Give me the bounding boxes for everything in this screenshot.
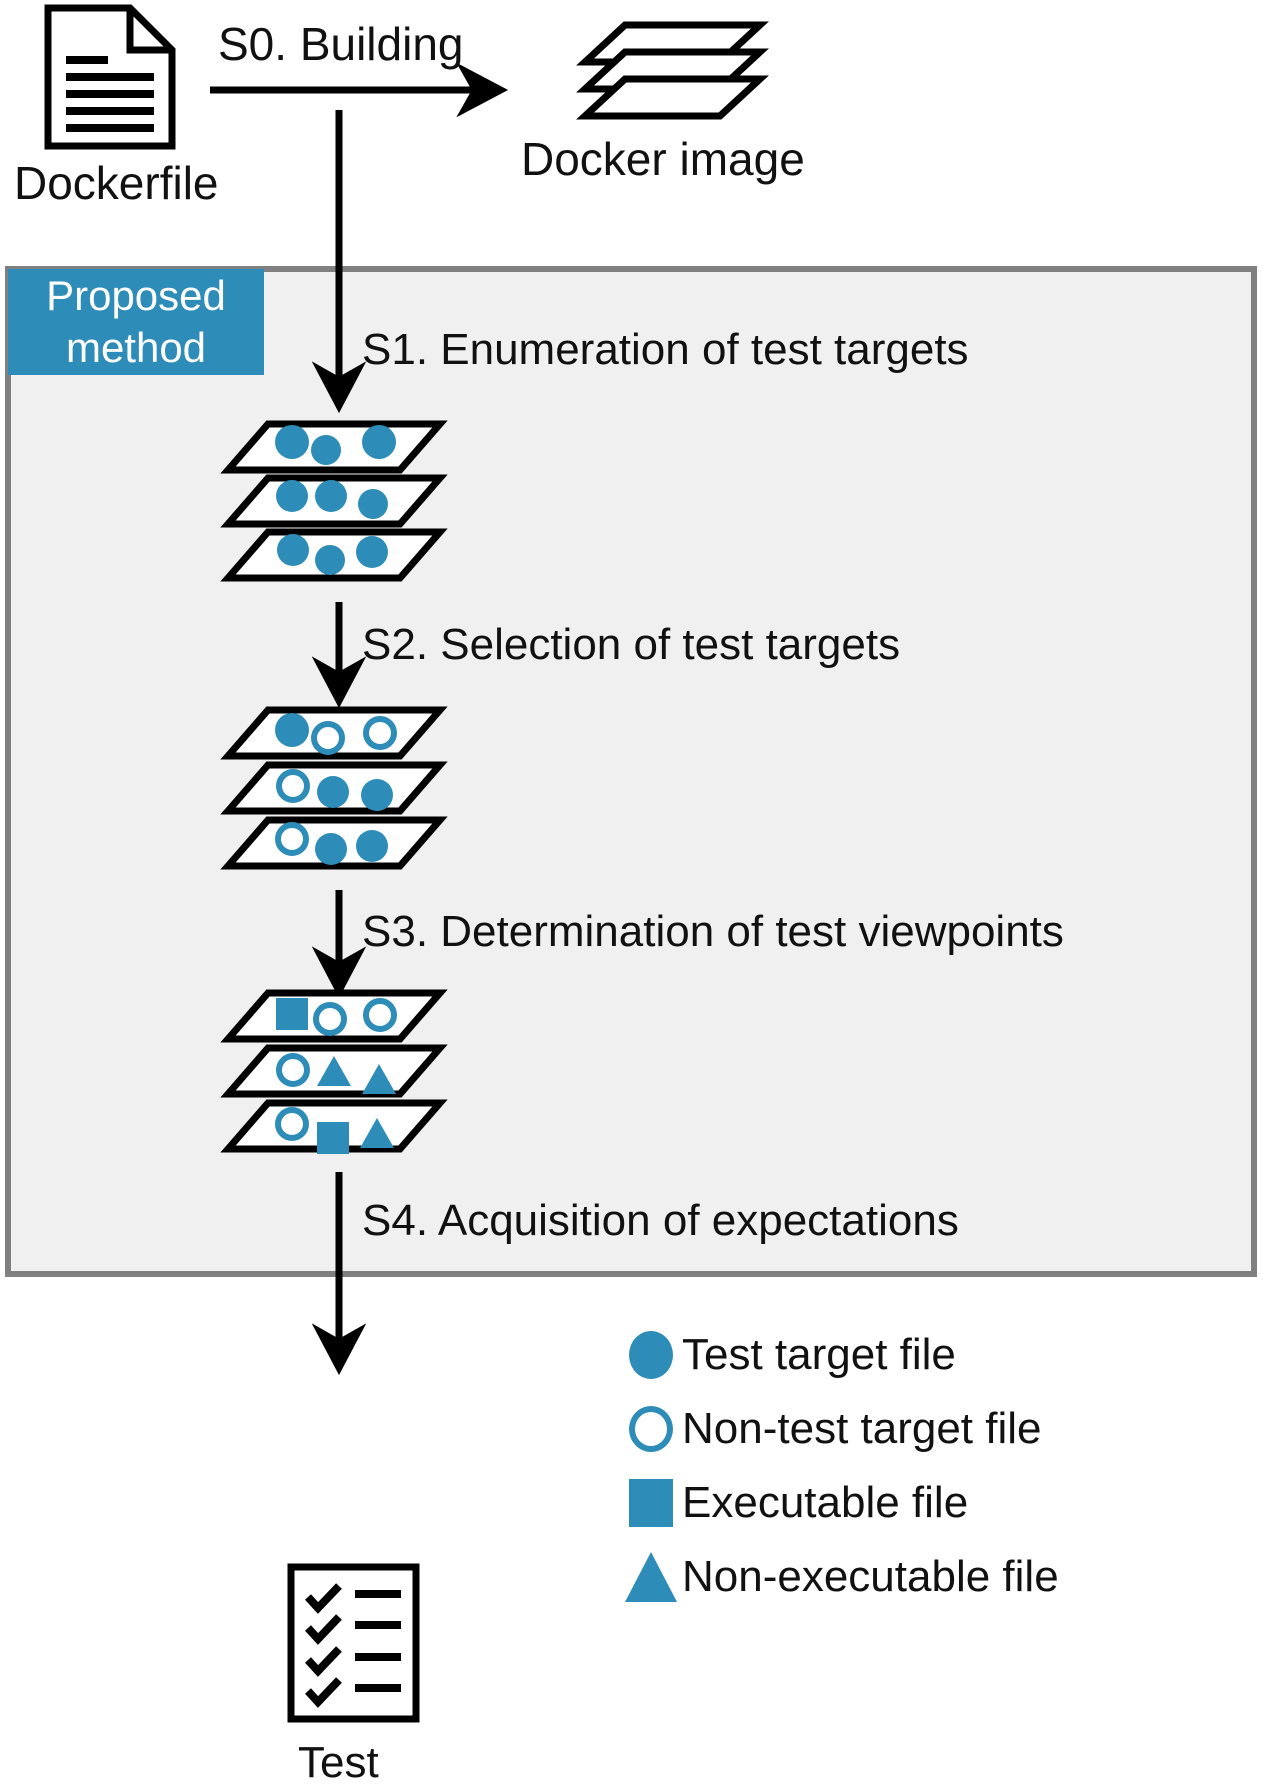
- step-label-s0: S0. Building: [218, 18, 464, 70]
- test-label: Test: [298, 1738, 379, 1787]
- dockerfile-icon: [44, 4, 176, 150]
- legend-item-non-test-target-file: Non-test target file: [620, 1392, 1260, 1466]
- legend-label: Non-executable file: [682, 1552, 1059, 1601]
- proposed-method-line2: method: [65, 324, 207, 371]
- circle-filled-icon: [620, 1324, 682, 1386]
- checklist-icon: [287, 1563, 420, 1723]
- proposed-method-badge: Proposed method: [8, 269, 264, 375]
- legend-label: Test target file: [682, 1330, 956, 1379]
- legend-item-executable-file: Executable file: [620, 1466, 1260, 1540]
- square-icon: [620, 1472, 682, 1534]
- legend-label: Non-test target file: [682, 1404, 1042, 1453]
- proposed-method-line1: Proposed: [46, 272, 226, 319]
- step-label-s2: S2. Selection of test targets: [362, 620, 901, 669]
- step-label-s3: S3. Determination of test viewpoints: [362, 907, 1064, 956]
- legend-item-test-target-file: Test target file: [620, 1318, 1260, 1392]
- docker-image-label: Docker image: [521, 133, 805, 185]
- dockerfile-label: Dockerfile: [14, 157, 219, 209]
- legend: Test target file Non-test target file Ex…: [620, 1318, 1260, 1614]
- stack-s1-shapes: [275, 425, 396, 575]
- step-label-s1: S1. Enumeration of test targets: [362, 325, 969, 374]
- triangle-icon: [620, 1546, 682, 1608]
- legend-label: Executable file: [682, 1478, 969, 1527]
- stack-s2-shapes: [275, 713, 397, 865]
- docker-image-icon: [576, 21, 769, 120]
- proposed-method-panel: [5, 266, 1257, 1277]
- step-label-s4: S4. Acquisition of expectations: [362, 1196, 959, 1245]
- circle-hollow-icon: [620, 1398, 682, 1460]
- legend-item-non-executable-file: Non-executable file: [620, 1540, 1260, 1614]
- stack-s3-shapes: [275, 998, 397, 1154]
